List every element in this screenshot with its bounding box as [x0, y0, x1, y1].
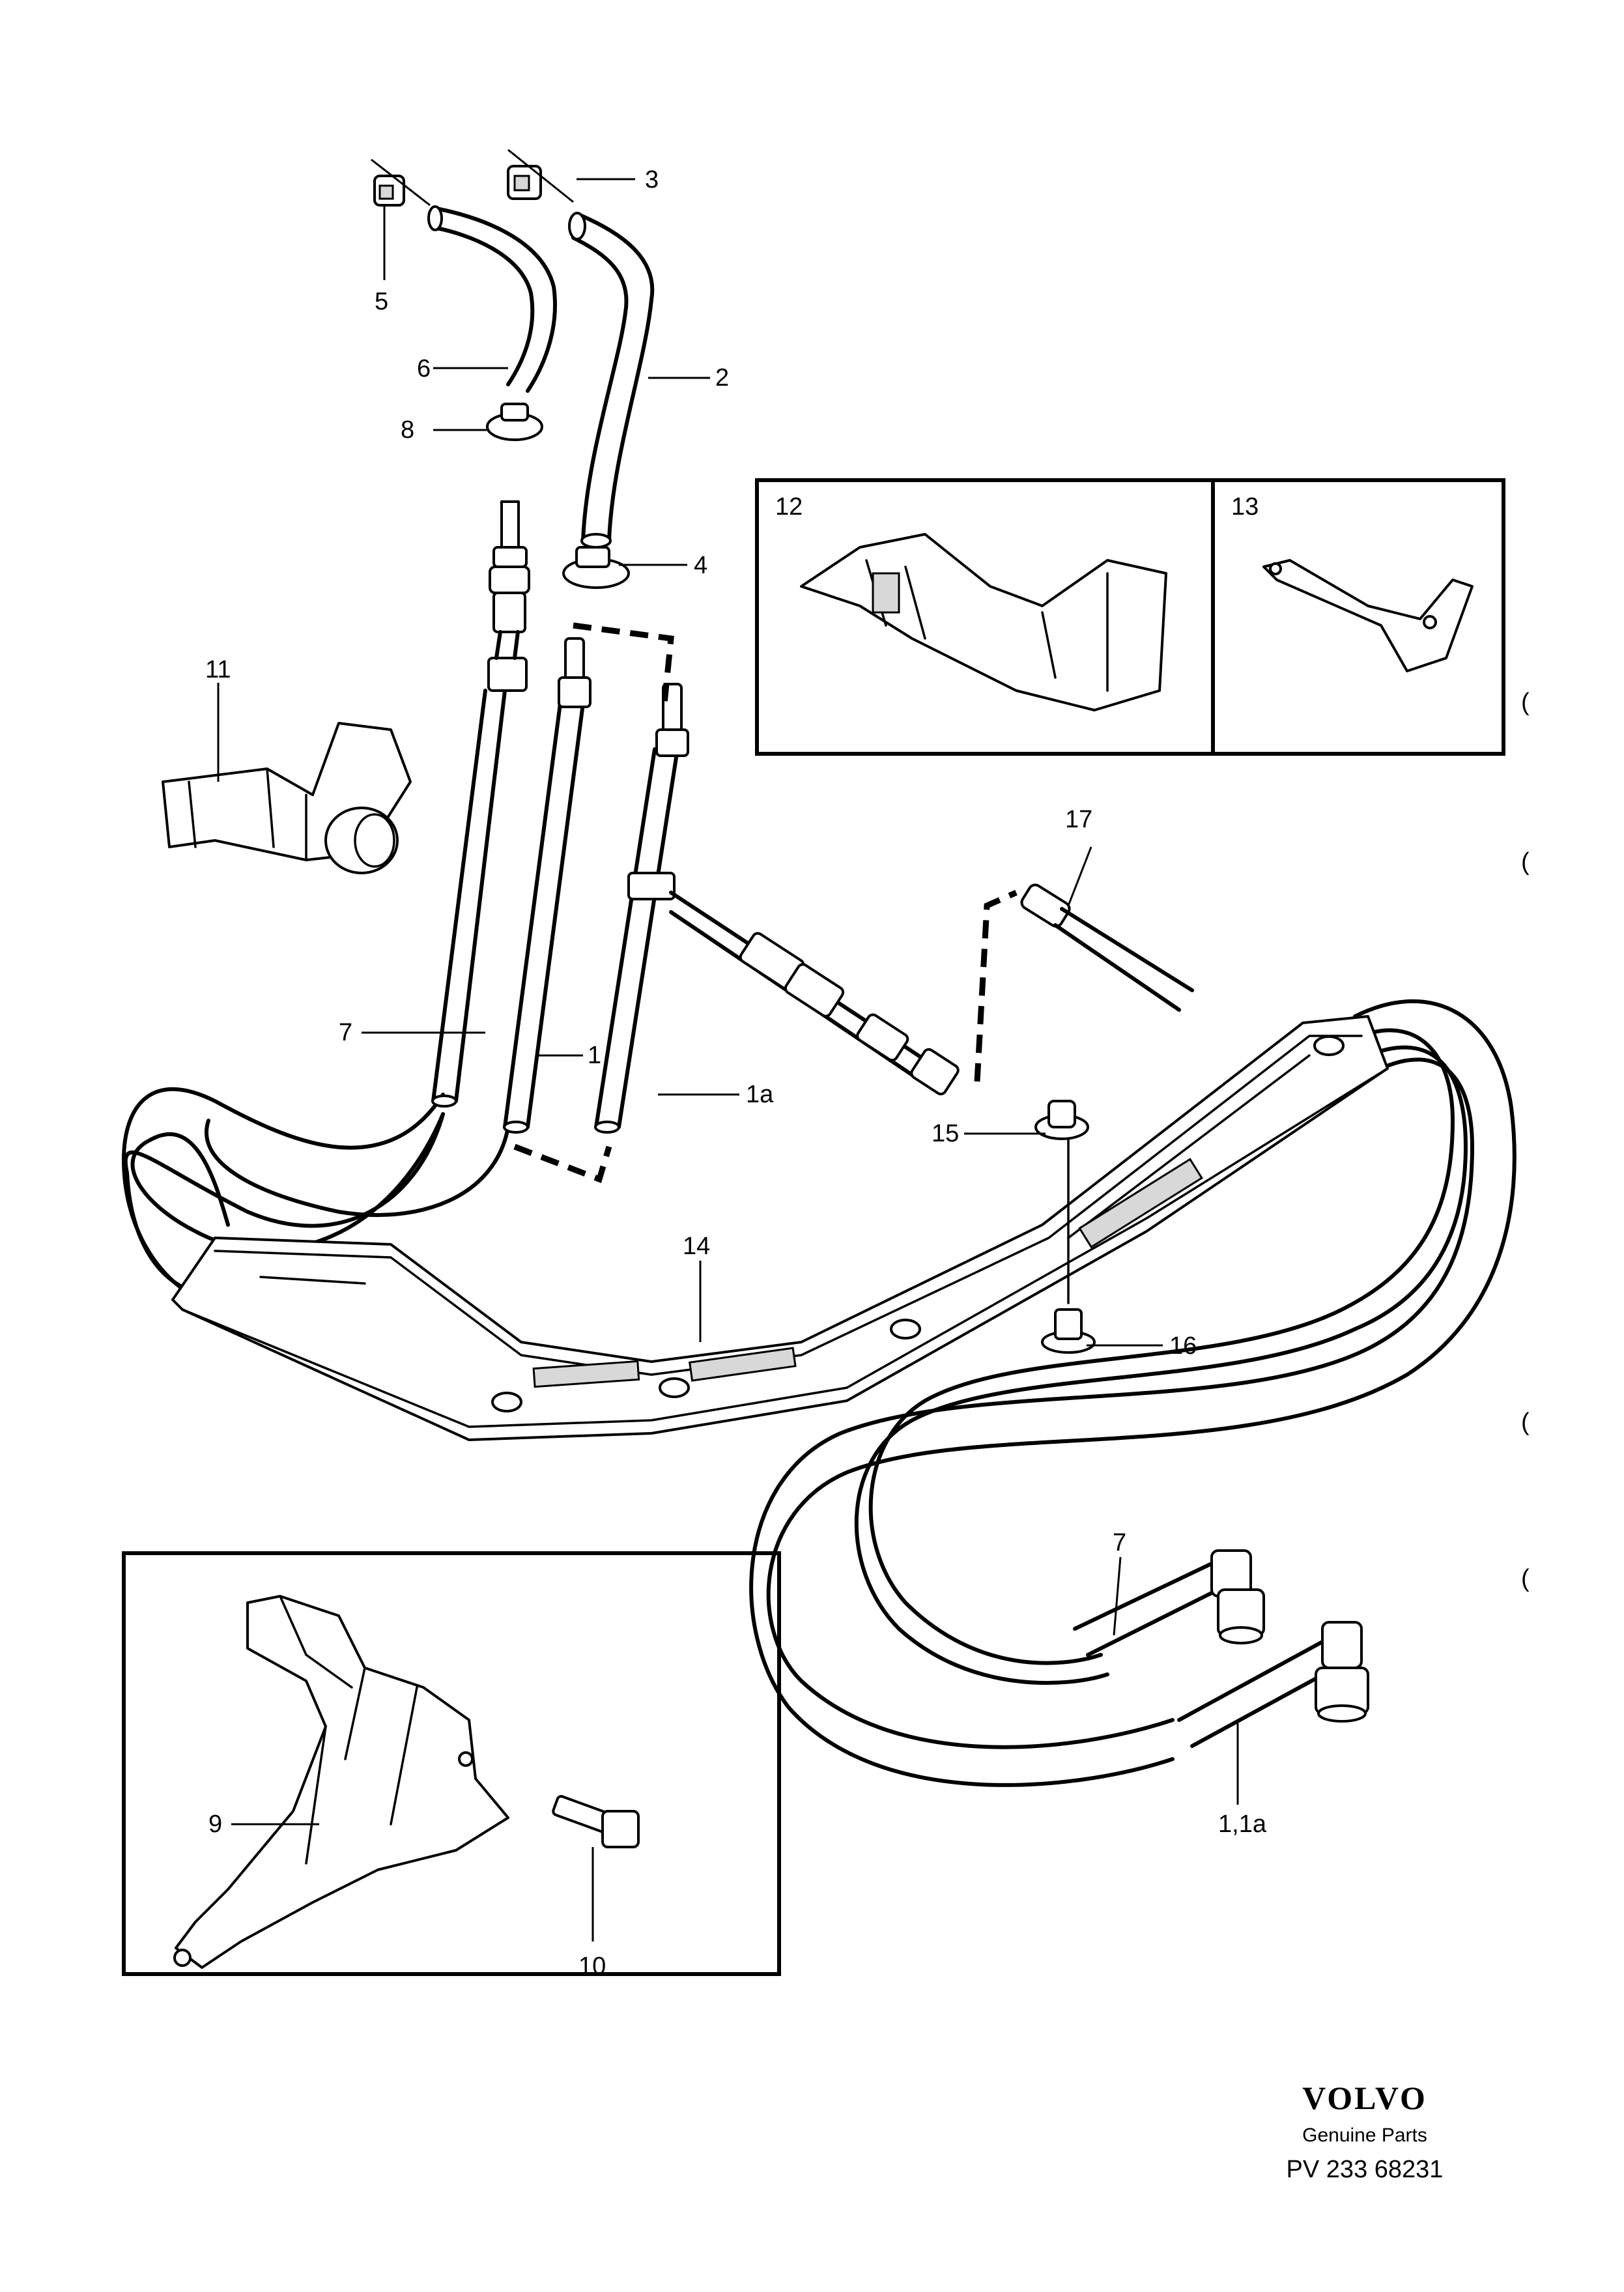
part-17-hose [1020, 883, 1194, 1012]
margin-mark: ( [1521, 848, 1530, 876]
lower-hose-ends [1073, 1549, 1369, 1748]
margin-mark: ( [1521, 1409, 1530, 1436]
callout-labels: 3 5 6 2 8 4 12 13 11 17 7 1 1a 15 14 16 … [205, 166, 1267, 1980]
leader-lines [217, 178, 1239, 1941]
margin-mark: ( [1521, 1565, 1530, 1592]
margin-marks: ( ( ( ( [1521, 689, 1530, 1592]
callout-6: 6 [417, 355, 431, 382]
callout-1a: 1a [746, 1081, 774, 1108]
inset-box-12-13 [755, 478, 1505, 756]
callout-9: 9 [208, 1811, 222, 1838]
callout-5: 5 [375, 288, 388, 315]
connectors-15-16 [1034, 1100, 1096, 1354]
callout-10: 10 [578, 1953, 606, 1980]
margin-mark: ( [1521, 689, 1530, 716]
hose-loop-left [122, 1087, 510, 1298]
upper-hoses [427, 205, 655, 549]
hose-rail-14 [171, 1015, 1389, 1441]
brand-block: VOLVO Genuine Parts PV 233 68231 [1287, 2080, 1444, 2183]
callout-2: 2 [715, 364, 729, 392]
callout-1-1a: 1,1a [1218, 1811, 1267, 1838]
callout-11: 11 [205, 656, 231, 683]
callout-3: 3 [645, 166, 659, 193]
callout-7-top: 7 [339, 1019, 352, 1046]
hose-loop-right [749, 999, 1517, 1787]
vertical-pipes [431, 500, 689, 1134]
callout-15: 15 [932, 1120, 959, 1147]
callout-1: 1 [588, 1042, 601, 1069]
dashed-connections [513, 622, 1018, 1183]
branch-pipe [669, 891, 960, 1096]
callout-16: 16 [1169, 1332, 1197, 1360]
genuine-parts-text: Genuine Parts [1302, 2125, 1427, 2146]
callout-7-bottom: 7 [1113, 1529, 1126, 1556]
callout-4: 4 [694, 552, 707, 579]
clip-11 [162, 722, 412, 874]
callout-13: 13 [1231, 493, 1259, 521]
callout-12: 12 [775, 493, 803, 521]
callout-14: 14 [683, 1233, 710, 1260]
clamps [371, 149, 630, 589]
callout-17: 17 [1065, 806, 1092, 833]
inset-box-9-10 [122, 1551, 781, 1976]
part-reference: PV 233 68231 [1287, 2156, 1444, 2183]
callout-8: 8 [401, 416, 414, 444]
volvo-logo: VOLVO [1302, 2080, 1427, 2116]
